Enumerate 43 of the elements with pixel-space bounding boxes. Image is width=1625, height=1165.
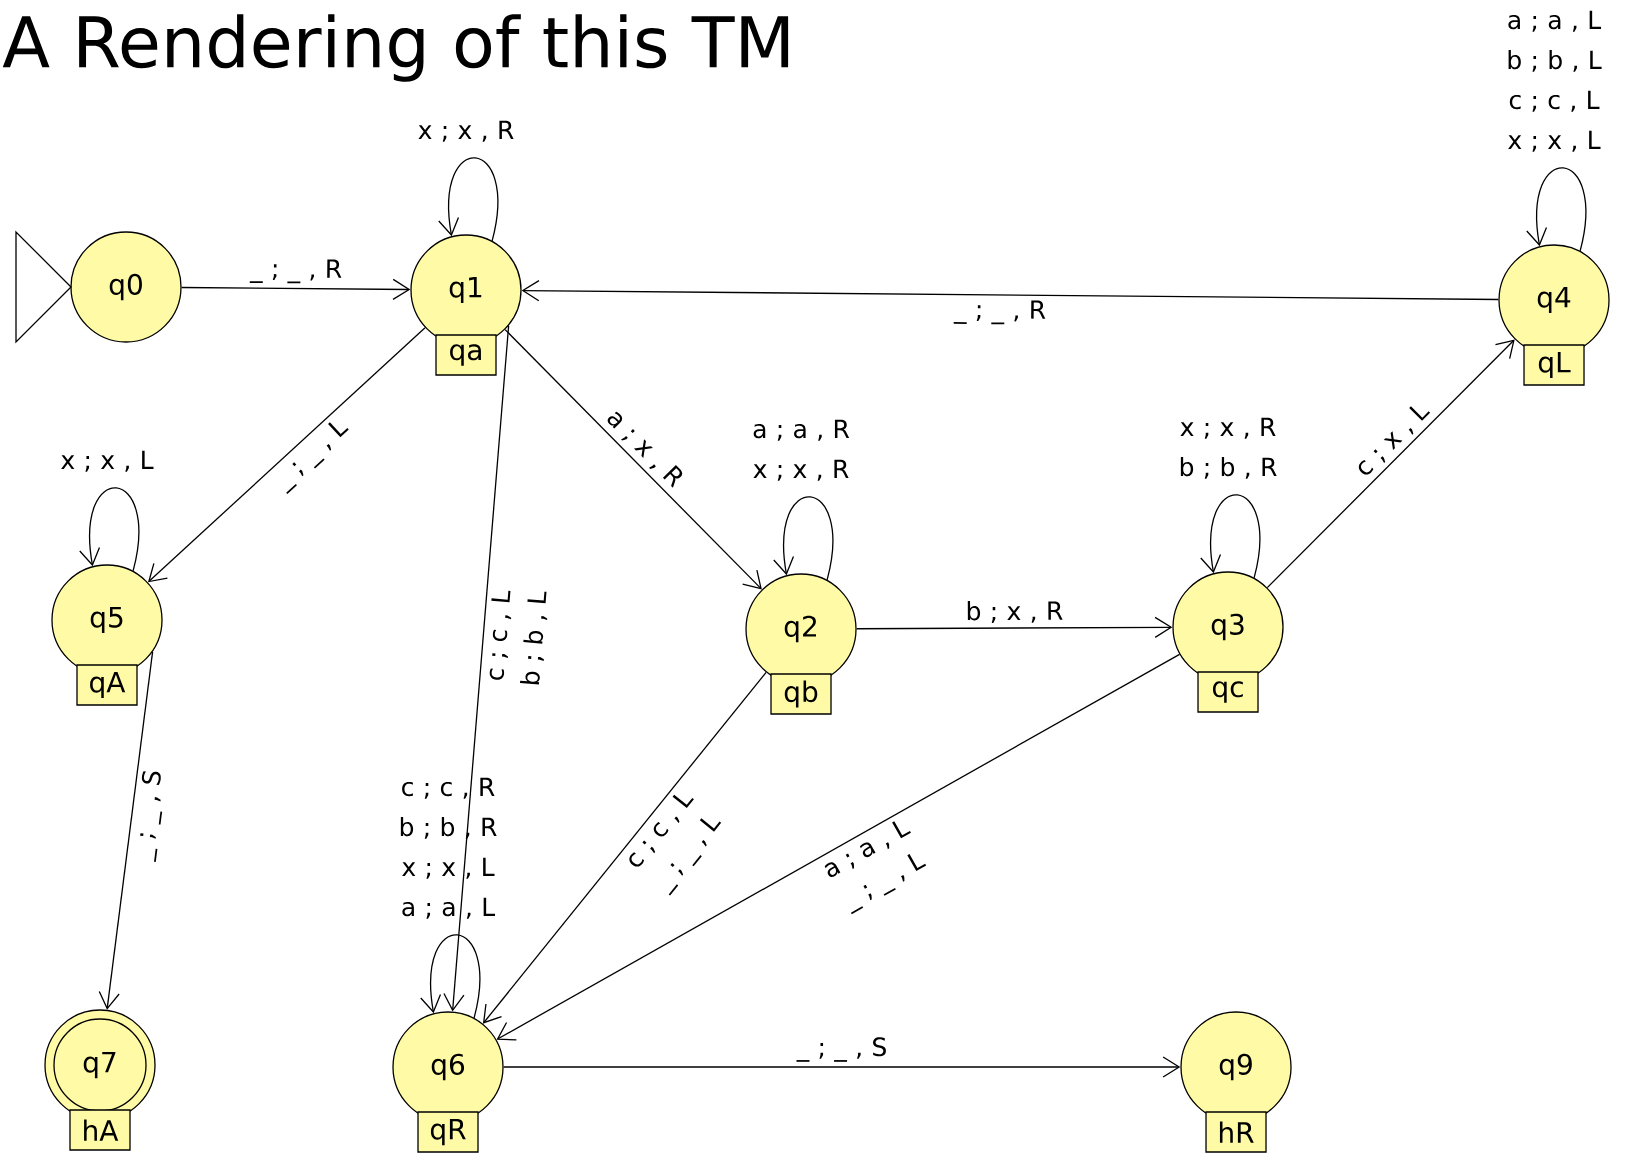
- arrow: [98, 651, 154, 1010]
- state-tag: qA: [76, 664, 138, 706]
- arrow: [503, 1056, 1181, 1078]
- title: A Rendering of this TM: [2, 14, 789, 82]
- edge-label: _ ; _ , R: [953, 300, 1046, 325]
- edge-label: x ; x , L: [61, 450, 154, 472]
- arrow: [147, 327, 426, 583]
- edge-label: _ ; _ , R: [249, 259, 342, 284]
- edge-label: a ; a , L _ ; _ , L: [824, 821, 927, 915]
- edge-label: c ; x , L: [1358, 406, 1431, 475]
- loop-arrow: [1526, 167, 1587, 252]
- edge-label: _ ; _ , S: [140, 771, 163, 862]
- arrow: [443, 325, 510, 1012]
- edge-label: a ; x , R: [607, 411, 683, 488]
- state-tag: hR: [1205, 1111, 1267, 1153]
- state-tag: qc: [1197, 671, 1259, 713]
- arrow: [856, 616, 1173, 638]
- edge-label: c ; c , R b ; b , R x ; x , L a ; a , L: [400, 777, 497, 919]
- edge-label: _ ; _ , S: [796, 1037, 886, 1062]
- edge-label: b ; x , R: [967, 601, 1063, 623]
- edge-label: c ; c , L _ ; _ , L: [629, 794, 722, 896]
- loop-arrow: [438, 157, 499, 242]
- loop-arrow: [79, 487, 140, 572]
- edge-label: a ; a , R x ; x , R: [753, 419, 850, 481]
- state-tag: qa: [435, 334, 497, 376]
- loop-arrow: [1200, 494, 1261, 579]
- arrow: [482, 671, 767, 1024]
- state-tag: hA: [69, 1109, 131, 1151]
- edge-label: c ; c , L b ; b , L: [489, 590, 548, 685]
- arrow: [1266, 339, 1515, 589]
- state-tag: qR: [417, 1111, 479, 1153]
- state-tag: qL: [1523, 344, 1585, 386]
- edge-label: x ; x , R b ; b , R: [1180, 417, 1277, 479]
- edge-label: _ ; _ , L: [286, 422, 349, 494]
- edge-label: a ; a , L b ; b , L c ; c , L x ; x , L: [1508, 10, 1602, 152]
- arrow: [181, 278, 411, 300]
- state-tag: qb: [770, 673, 832, 715]
- arrow: [496, 653, 1181, 1041]
- loop-arrow: [420, 934, 481, 1019]
- edge-label: x ; x , R: [418, 120, 514, 142]
- arrow: [504, 328, 762, 590]
- loop-arrow: [773, 496, 834, 581]
- arrow: [521, 280, 1499, 302]
